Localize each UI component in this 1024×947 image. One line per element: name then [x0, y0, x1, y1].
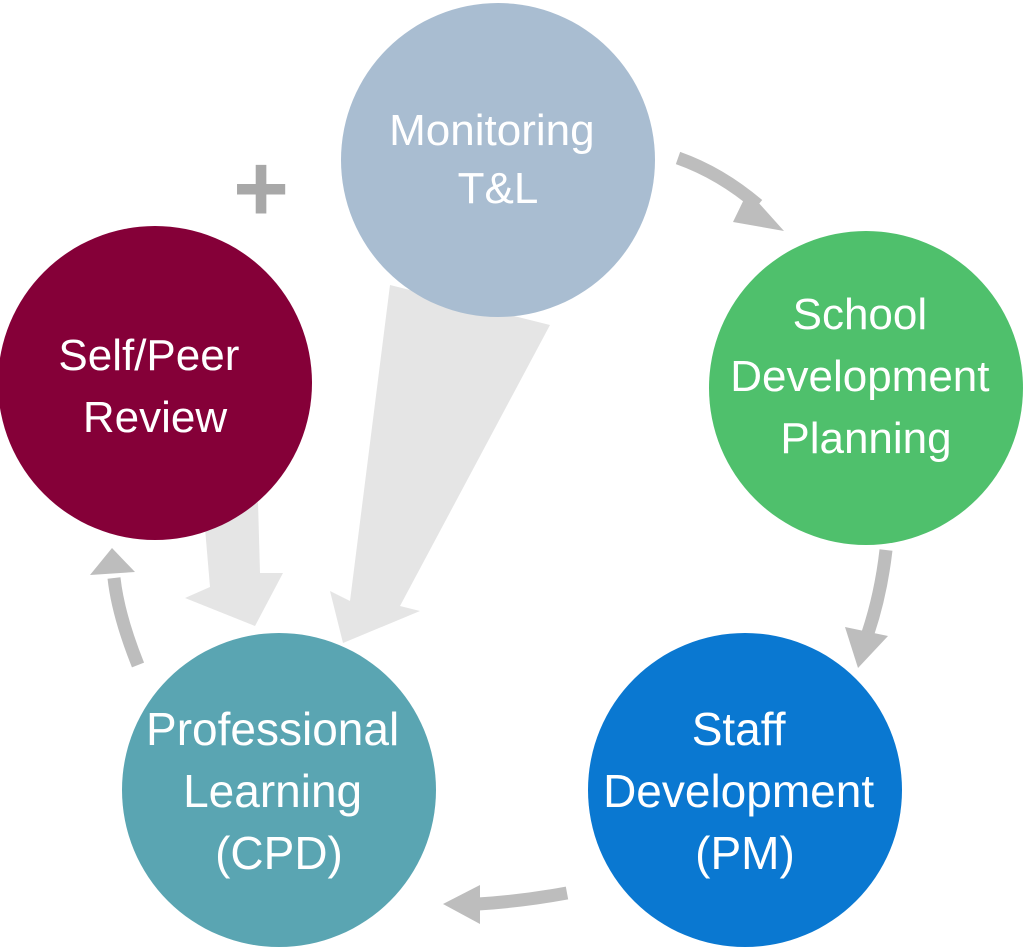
feed-arrow-monitoring-to-learning — [330, 285, 550, 643]
node-label-line: School — [793, 290, 928, 339]
feed-arrow-review-to-learning — [185, 502, 283, 626]
node-professional-learning: Professional Learning (CPD) — [122, 633, 436, 947]
node-label-line: Development — [730, 352, 989, 401]
cycle-arrowheads — [90, 191, 888, 924]
node-label-monitoring: Monitoring T&L — [389, 106, 607, 213]
arrow-learning-to-review — [107, 577, 145, 668]
arrow-school-to-staff — [861, 549, 893, 636]
node-label-line: Monitoring — [389, 106, 594, 155]
node-label-line: Professional — [146, 703, 399, 755]
arrowhead-review — [90, 548, 135, 575]
arrowhead-school — [733, 191, 784, 231]
plus-icon: + — [233, 135, 289, 242]
node-circle-monitoring — [341, 3, 655, 317]
node-label-line: Planning — [780, 414, 951, 463]
node-label-line: Self/Peer — [58, 331, 239, 380]
node-label-school-development: School Development Planning — [730, 290, 1002, 463]
node-label-line: Development — [603, 765, 874, 817]
node-monitoring: Monitoring T&L — [341, 3, 655, 317]
node-self-peer-review: Self/Peer Review — [0, 226, 312, 540]
node-staff-development: Staff Development (PM) — [588, 633, 902, 947]
arrow-staff-to-learning — [477, 886, 569, 911]
node-label-line: (PM) — [695, 827, 795, 879]
node-label-line: Staff — [692, 703, 786, 755]
arrowhead-learning — [443, 885, 480, 924]
node-label-line: T&L — [458, 164, 539, 213]
node-label-line: Review — [83, 393, 227, 442]
node-label-line: Learning — [183, 765, 362, 817]
node-circle-school-development — [709, 231, 1023, 545]
node-label-staff-development: Staff Development (PM) — [603, 703, 887, 879]
node-circle-self-peer-review — [0, 226, 312, 540]
feed-arrows — [185, 285, 550, 643]
node-school-development: School Development Planning — [709, 231, 1023, 545]
node-label-line: (CPD) — [215, 827, 343, 879]
node-circle-staff-development — [588, 633, 902, 947]
node-label-self-peer-review: Self/Peer Review — [58, 331, 251, 442]
node-circle-professional-learning — [122, 633, 436, 947]
node-label-professional-learning: Professional Learning (CPD) — [146, 703, 412, 879]
arrowhead-staff — [845, 627, 888, 668]
